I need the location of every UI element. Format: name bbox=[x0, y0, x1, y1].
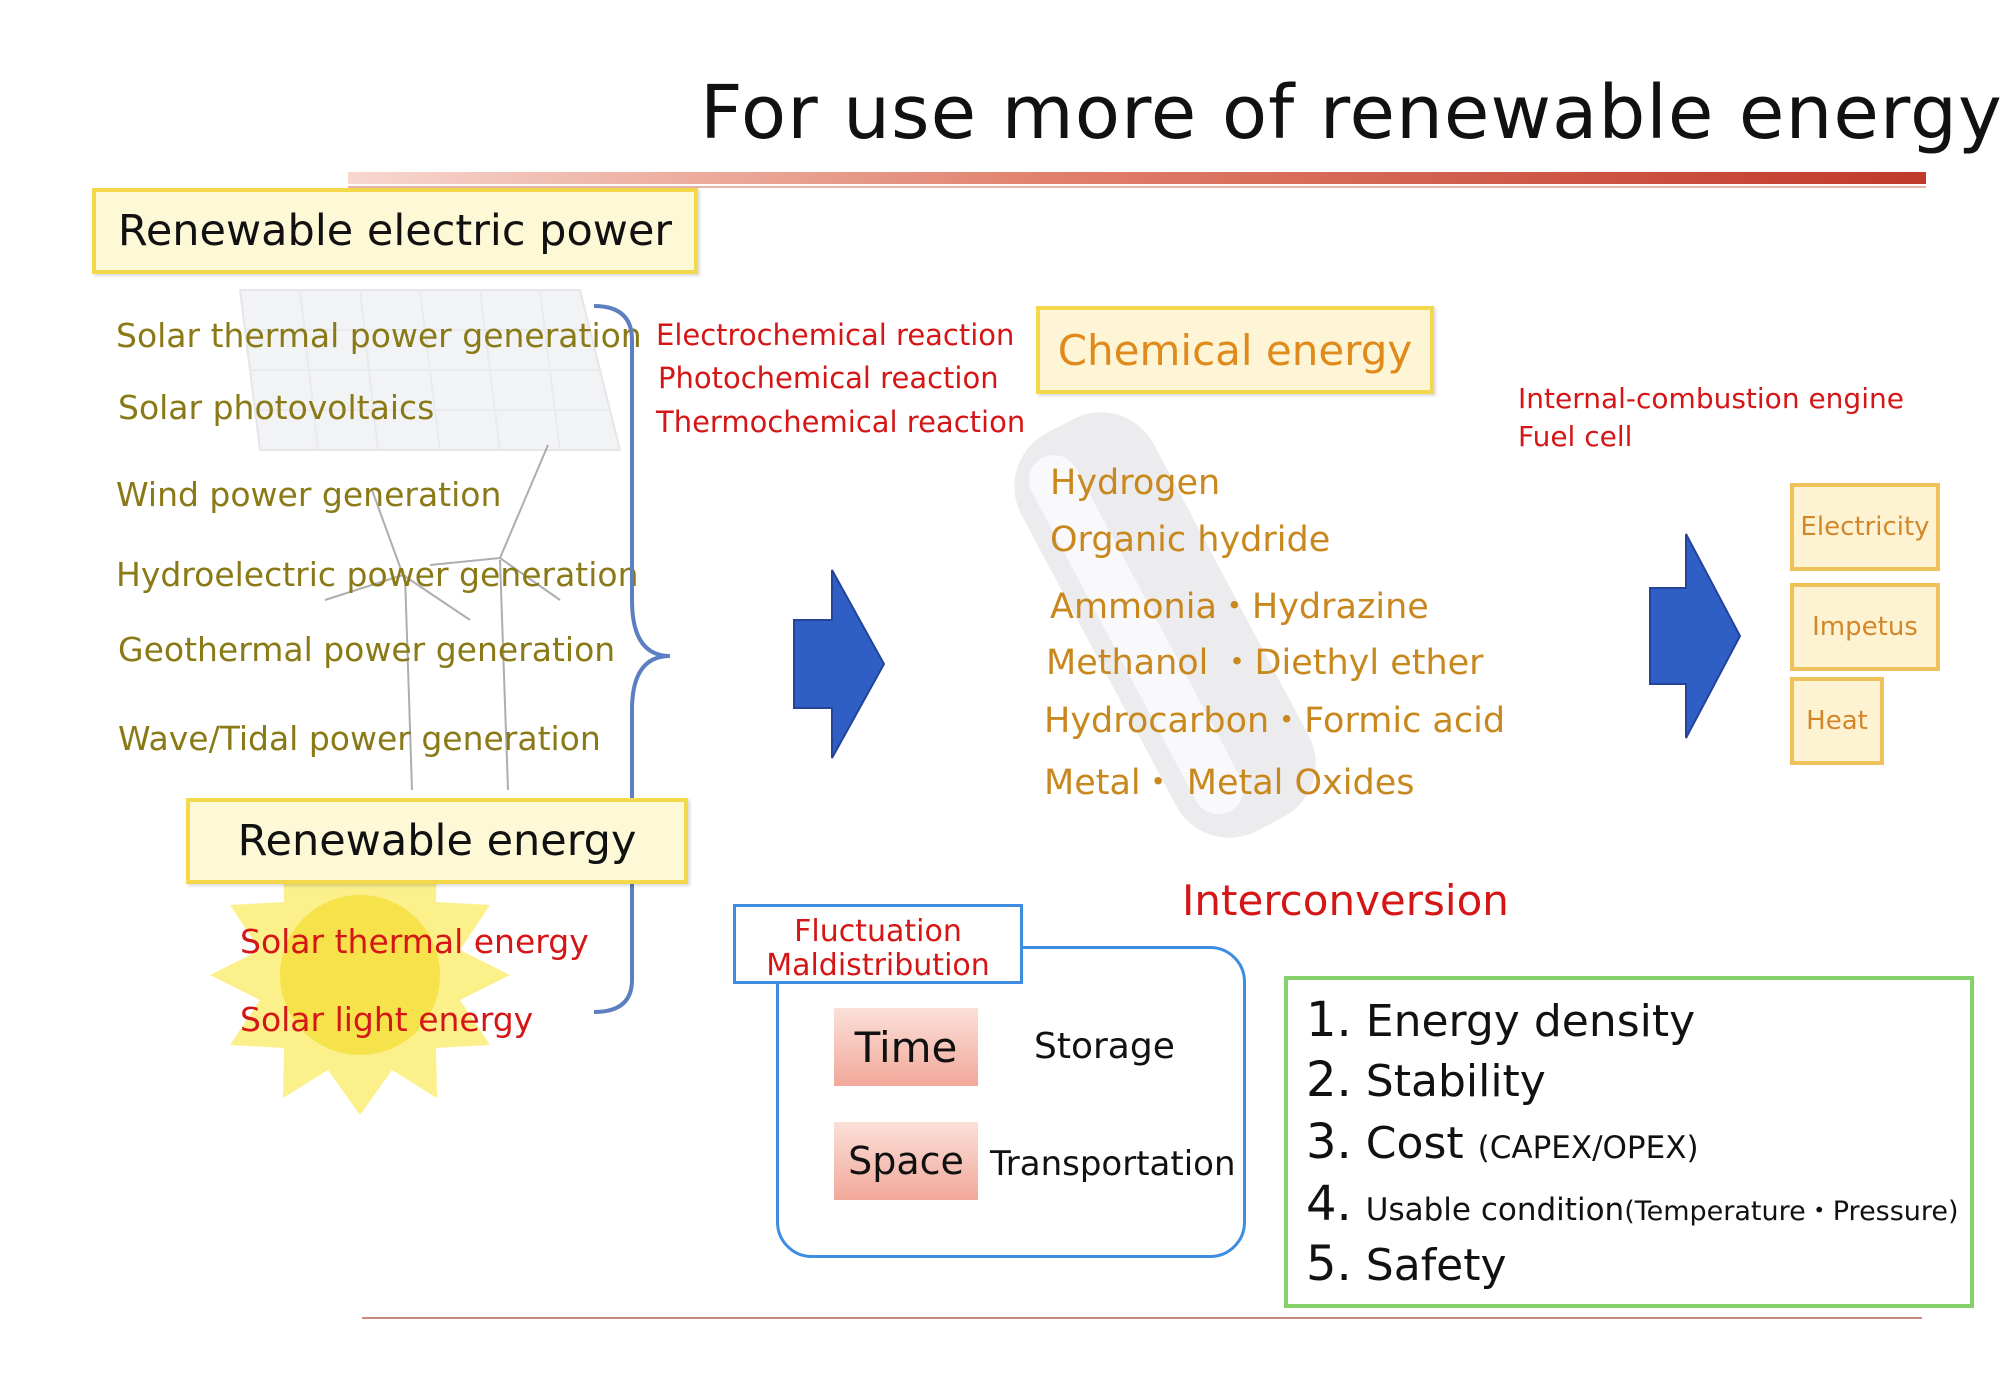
fluctuation-label: Fluctuation bbox=[794, 914, 962, 949]
carrier-metal-oxides: Metal・ Metal Oxides bbox=[1044, 763, 1415, 803]
space-key-label: Space bbox=[848, 1139, 964, 1183]
time-key: Time bbox=[834, 1008, 978, 1086]
output-electricity: Electricity bbox=[1790, 483, 1940, 571]
power-item-wave-tidal: Wave/Tidal power generation bbox=[118, 719, 601, 758]
power-item-hydroelectric: Hydroelectric power generation bbox=[116, 555, 639, 594]
carrier-methanol-diethyl-ether: Methanol ・Diethyl ether bbox=[1046, 643, 1484, 683]
storage-value: Storage bbox=[1034, 1026, 1175, 1067]
output-impetus: Impetus bbox=[1790, 583, 1940, 671]
space-key: Space bbox=[834, 1122, 978, 1200]
carrier-ammonia-hydrazine: Ammonia・Hydrazine bbox=[1050, 587, 1429, 627]
criterion-4-number: 4. bbox=[1306, 1176, 1352, 1232]
fluctuation-panel bbox=[776, 946, 1246, 1258]
criterion-5-number: 5. bbox=[1306, 1236, 1352, 1292]
interconversion-label: Interconversion bbox=[1182, 876, 1509, 925]
output-heat: Heat bbox=[1790, 677, 1884, 765]
carrier-hydrogen: Hydrogen bbox=[1050, 463, 1221, 503]
chemical-energy-heading: Chemical energy bbox=[1036, 306, 1434, 394]
renewable-energy-label: Renewable energy bbox=[237, 816, 637, 866]
device-internal-combustion-engine: Internal-combustion engine bbox=[1518, 382, 1904, 415]
criterion-1: 1. Energy density bbox=[1306, 992, 1695, 1048]
criterion-2-number: 2. bbox=[1306, 1052, 1352, 1108]
output-heat-label: Heat bbox=[1806, 706, 1868, 736]
fluctuation-label-box: Fluctuation Maldistribution bbox=[733, 904, 1023, 984]
renewable-electric-power-label: Renewable electric power bbox=[117, 206, 673, 256]
title-rule bbox=[348, 172, 1926, 188]
maldistribution-label: Maldistribution bbox=[766, 948, 990, 983]
criteria-box bbox=[1284, 976, 1974, 1308]
device-fuel-cell: Fuel cell bbox=[1518, 420, 1633, 453]
criterion-2: 2. Stability bbox=[1306, 1052, 1546, 1108]
criterion-3: 3. Cost (CAPEX/OPEX) bbox=[1306, 1114, 1699, 1170]
transportation-value: Transportation bbox=[990, 1144, 1236, 1184]
criterion-3-note: (CAPEX/OPEX) bbox=[1477, 1130, 1699, 1166]
reaction-photochemical: Photochemical reaction bbox=[658, 361, 999, 395]
criterion-4-note: (Temperature・Pressure) bbox=[1624, 1196, 1959, 1227]
reaction-thermochemical: Thermochemical reaction bbox=[656, 405, 1026, 439]
renewable-electric-power-heading: Renewable electric power bbox=[92, 188, 698, 274]
criterion-4-text: Usable condition bbox=[1365, 1192, 1625, 1228]
carrier-organic-hydride: Organic hydride bbox=[1050, 520, 1331, 560]
solar-panel-illustration bbox=[238, 289, 622, 451]
criterion-4: 4. Usable condition(Temperature・Pressure… bbox=[1306, 1176, 1959, 1232]
criterion-2-text: Stability bbox=[1365, 1056, 1546, 1107]
criterion-3-text: Cost bbox=[1365, 1118, 1464, 1169]
renewable-energy-heading: Renewable energy bbox=[186, 798, 688, 884]
arrow-to-chemical-energy bbox=[793, 569, 886, 759]
output-electricity-label: Electricity bbox=[1800, 512, 1930, 542]
criterion-1-number: 1. bbox=[1306, 992, 1352, 1048]
solar-thermal-energy: Solar thermal energy bbox=[240, 922, 589, 961]
carrier-hydrocarbon-formic-acid: Hydrocarbon・Formic acid bbox=[1044, 701, 1506, 741]
power-item-solar-thermal: Solar thermal power generation bbox=[116, 316, 642, 355]
chemical-energy-label: Chemical energy bbox=[1057, 325, 1413, 375]
sun-illustration bbox=[210, 835, 510, 1115]
time-key-label: Time bbox=[854, 1022, 958, 1072]
grouping-brace bbox=[593, 304, 671, 1014]
power-item-solar-pv: Solar photovoltaics bbox=[118, 388, 435, 427]
output-impetus-label: Impetus bbox=[1812, 612, 1918, 642]
criterion-5: 5. Safety bbox=[1306, 1236, 1507, 1292]
criterion-1-text: Energy density bbox=[1365, 996, 1696, 1047]
arrow-to-outputs bbox=[1649, 533, 1742, 739]
test-tube-illustration bbox=[1014, 412, 1316, 838]
power-item-geothermal: Geothermal power generation bbox=[118, 630, 616, 669]
solar-light-energy: Solar light energy bbox=[240, 1000, 534, 1039]
reaction-electrochemical: Electrochemical reaction bbox=[656, 318, 1015, 352]
wind-turbine-illustration bbox=[324, 444, 561, 791]
criterion-5-text: Safety bbox=[1365, 1240, 1507, 1291]
page-title: For use more of renewable energy bbox=[700, 70, 2000, 156]
power-item-wind: Wind power generation bbox=[116, 475, 502, 514]
criterion-3-number: 3. bbox=[1306, 1114, 1352, 1170]
